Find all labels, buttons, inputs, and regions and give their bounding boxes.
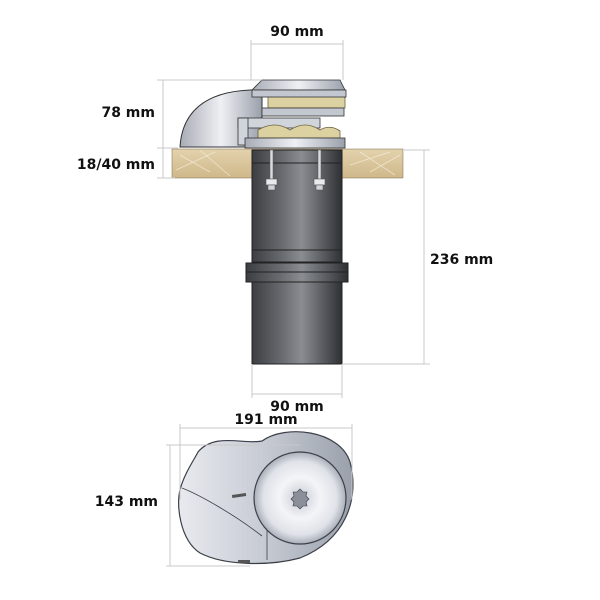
label-overall-length: 191 mm [234, 412, 297, 428]
label-below-deck-length: 236 mm [430, 252, 493, 268]
label-deck-thickness: 18/40 mm [77, 157, 155, 173]
label-top-width: 90 mm [270, 24, 324, 40]
label-motor-diameter: 90 mm [270, 399, 324, 415]
drive-shaft [290, 488, 310, 510]
motor-tube [251, 149, 343, 365]
mounting-bolts [265, 149, 326, 191]
dimension-labels: 90 mm 78 mm 18/40 mm 236 mm 90 mm 191 mm… [77, 24, 493, 510]
windlass-head [179, 79, 347, 149]
label-height-above-deck: 78 mm [101, 105, 155, 121]
label-overall-width: 143 mm [95, 494, 158, 510]
top-view [178, 431, 354, 565]
side-view [171, 79, 404, 365]
dimension-lines [157, 40, 430, 567]
